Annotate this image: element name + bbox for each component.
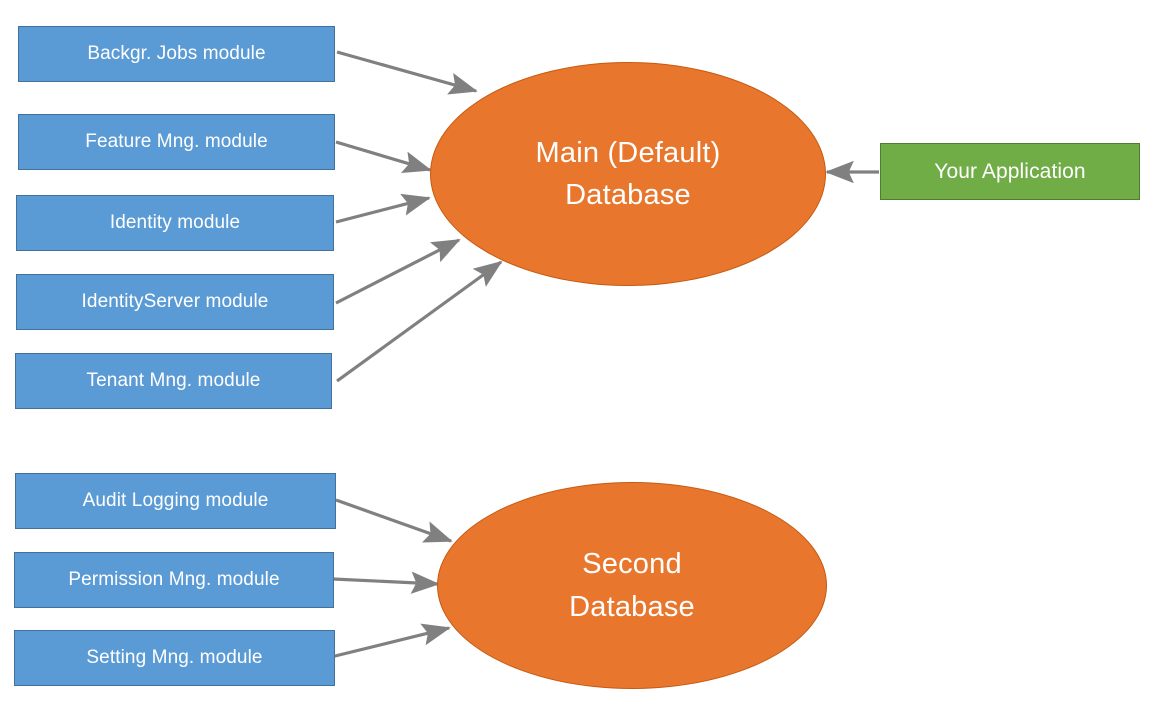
main-database-label-line1: Main (Default) [535,136,721,169]
module-box-identity[interactable]: Identity module [16,195,334,251]
arrow-identity-to-main-db [335,193,431,224]
module-box-feature-mng[interactable]: Feature Mng. module [18,114,335,170]
arrow-feature-mng-to-main-db [335,140,432,174]
your-application-node[interactable]: Your Application [880,143,1140,200]
arrow-permission-mng-to-second-db [332,571,440,594]
arrow-setting-mng-to-second-db [330,623,451,659]
module-label: Permission Mng. module [68,569,280,591]
module-box-audit-logging[interactable]: Audit Logging module [15,473,336,529]
module-box-identityserver[interactable]: IdentityServer module [16,274,334,330]
module-box-backgr-jobs[interactable]: Backgr. Jobs module [18,26,335,82]
main-database-node[interactable]: Main (Default) Database [430,62,826,286]
module-label: Setting Mng. module [86,647,263,669]
second-database-label-line2: Database [569,590,695,623]
module-box-permission-mng[interactable]: Permission Mng. module [14,552,334,608]
module-label: Audit Logging module [82,490,269,512]
application-label: Your Application [934,159,1086,183]
main-database-label-line2: Database [565,179,691,211]
module-label: Feature Mng. module [85,131,268,153]
module-label: Backgr. Jobs module [87,43,266,65]
second-database-label-wrap: Second Database [569,543,695,627]
module-label: Tenant Mng. module [86,370,261,392]
arrow-audit-logging-to-second-db [335,498,453,543]
arrow-identityserver-to-main-db [335,238,461,305]
second-database-label-line1: Second [582,548,682,581]
module-label: Identity module [109,212,241,234]
module-label: IdentityServer module [81,291,269,313]
module-box-setting-mng[interactable]: Setting Mng. module [14,630,335,686]
module-box-tenant-mng[interactable]: Tenant Mng. module [15,353,332,409]
arrow-tenant-mng-to-main-db [336,260,503,383]
second-database-node[interactable]: Second Database [437,482,827,689]
main-database-label-wrap: Main (Default) Database [536,132,721,216]
arrow-backgr-jobs-to-main-db [336,50,478,95]
